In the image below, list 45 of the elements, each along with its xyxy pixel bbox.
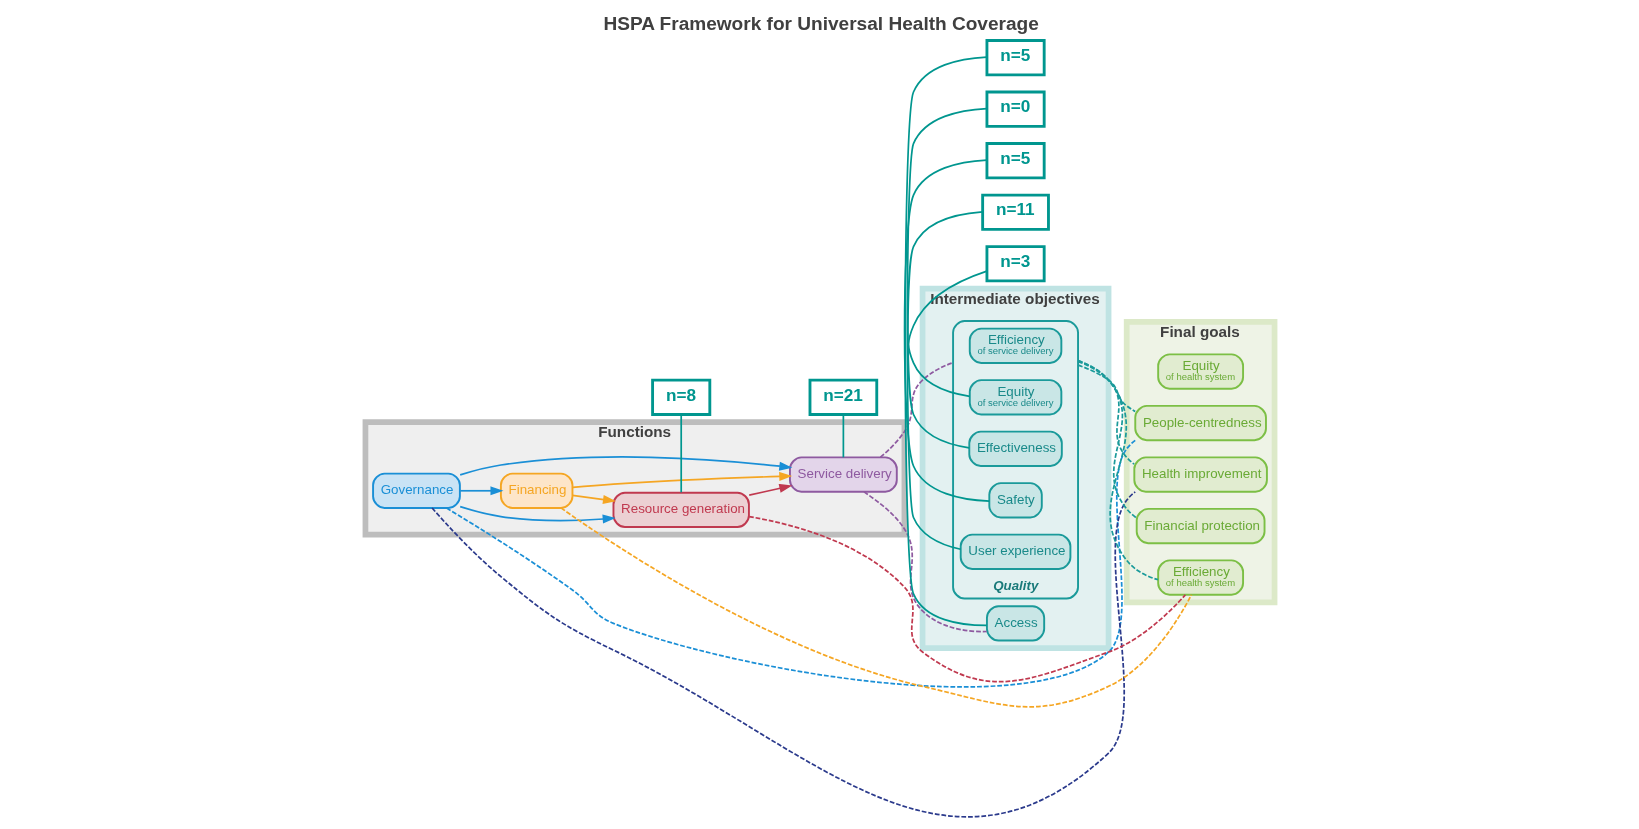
connector [842, 413, 844, 459]
node-box: n=8 [650, 378, 711, 416]
connector [1076, 360, 1135, 466]
arrow [571, 471, 792, 489]
arrow [458, 505, 616, 524]
connector [747, 515, 1186, 683]
connector [445, 439, 1136, 688]
node-box: Effectiveness [967, 430, 1063, 467]
node-box: Financing [499, 472, 573, 509]
node-box: n=5 [985, 39, 1046, 77]
connector [679, 413, 682, 494]
node-box: Service delivery [788, 456, 898, 493]
connector [903, 159, 990, 502]
connector [559, 507, 1192, 708]
node-box: Health improvement [1132, 456, 1268, 493]
connector [1076, 364, 1136, 413]
connector [906, 210, 983, 449]
node-box: n=0 [985, 90, 1046, 128]
arrow [458, 486, 503, 496]
connector [907, 270, 988, 398]
node-box: Governance [371, 472, 461, 509]
arrow [571, 494, 616, 505]
node-box: Efficiency of service delivery [968, 327, 1062, 364]
arrow [458, 456, 792, 476]
connector [879, 361, 954, 459]
connector [905, 107, 988, 551]
connector [903, 56, 988, 627]
node-box: Safety [987, 482, 1043, 519]
node-box: n=11 [980, 193, 1050, 231]
diagram-title: HSPA Framework for Universal Health Coverage [602, 13, 1039, 35]
node-box: Efficiency of health system [1156, 559, 1244, 596]
node-box: Access [985, 605, 1045, 642]
node-box: n=3 [985, 245, 1046, 283]
connector [1076, 359, 1159, 581]
node-box: n=21 [808, 378, 878, 416]
node-box: User experience [959, 533, 1071, 570]
connector [862, 491, 988, 633]
arrow [747, 483, 792, 496]
node-box: People-centredness [1133, 404, 1267, 442]
connector [1076, 359, 1137, 519]
node-box: Equity of health system [1156, 353, 1244, 390]
node-box: Equity of service delivery [968, 379, 1062, 416]
node-box: Resource generation [612, 491, 750, 528]
node-box: n=5 [985, 142, 1046, 180]
node-box: Financial protection [1135, 507, 1265, 545]
